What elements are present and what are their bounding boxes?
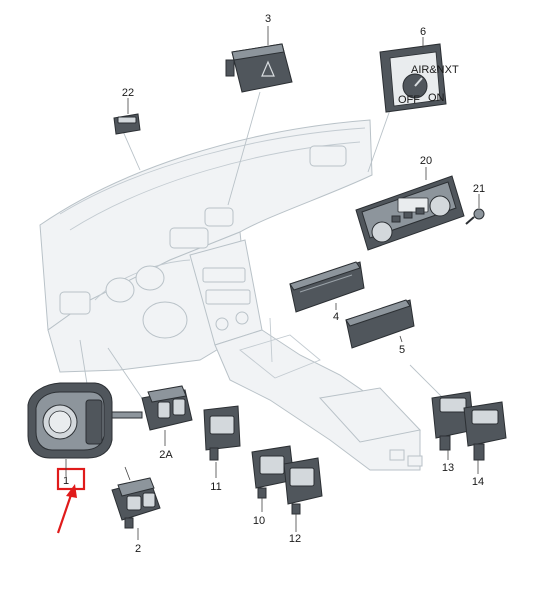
part-3-hazard-switch: [225, 43, 293, 93]
callout-14: 14: [472, 476, 484, 488]
callout-13: 13: [442, 462, 454, 474]
callout-4: 4: [333, 311, 339, 323]
callout-12: 12: [289, 533, 301, 545]
part-6-control-knob: AIR&NXT OFF ON: [379, 43, 459, 113]
part-11-switch: [203, 405, 241, 461]
part-21-screw: [465, 208, 485, 225]
part-1-headlight-switch: [27, 382, 143, 459]
part-12-switch: [283, 457, 323, 515]
knob-marking-right: ON: [428, 92, 445, 104]
part-2a-switch: [141, 385, 193, 431]
knob-marking-left: OFF: [398, 94, 420, 106]
callout-3: 3: [265, 13, 271, 25]
callout-labels: 1 2 2A 3 4 5 6 10 11 12 13 14 20 21 22: [63, 13, 485, 555]
callout-5: 5: [399, 344, 405, 356]
part-20-climate-control: [355, 175, 465, 251]
part-14-switch: [463, 401, 507, 461]
part-13-switch: [431, 391, 475, 451]
part-22-switch: [113, 113, 141, 135]
callout-22: 22: [122, 87, 134, 99]
callout-2a: 2A: [159, 449, 173, 461]
callout-6: 6: [420, 26, 426, 38]
callout-11: 11: [210, 481, 221, 493]
callout-20: 20: [420, 155, 432, 167]
callout-21: 21: [473, 183, 485, 195]
part-5-switch-bar: [345, 299, 415, 349]
dashboard-outline: [39, 119, 423, 471]
highlight-box-part-1: [56, 467, 86, 491]
knob-marking-top: AIR&NXT: [411, 64, 459, 76]
callout-10: 10: [253, 515, 265, 527]
part-2-switch: [111, 466, 161, 529]
part-4-switch-bar: [289, 261, 365, 313]
callout-1: 1: [63, 475, 69, 487]
highlight-arrow: [56, 484, 77, 534]
callout-2: 2: [135, 543, 141, 555]
